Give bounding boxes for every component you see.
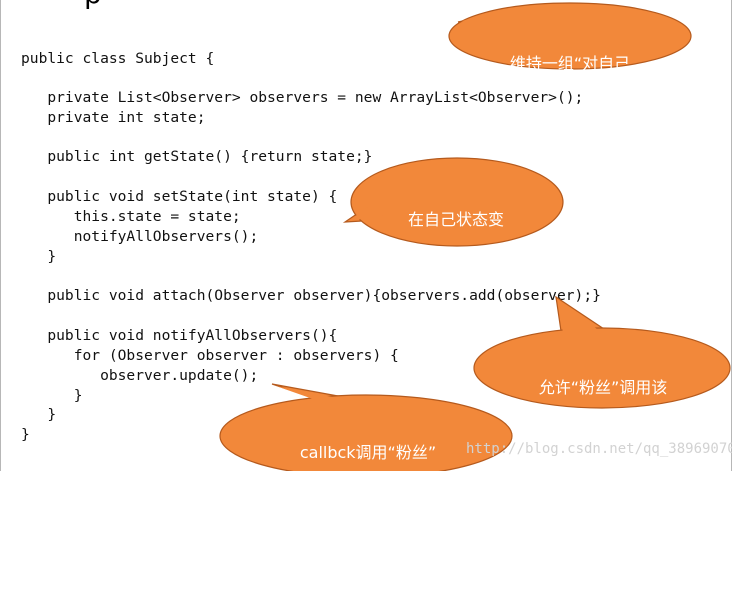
- callout-callback-text: callbck调用“粉丝” 的update操作，向粉丝 “广播”自己的变化: [262, 405, 474, 614]
- document-canvas: p public class Subject { private List<Ob…: [0, 0, 732, 471]
- callout-line: 允许“粉丝”调用该: [538, 378, 668, 397]
- callout-line: 感兴趣的”对象: [517, 111, 623, 130]
- code-line: this.state = state;: [21, 208, 241, 225]
- callout-line: 化时，通知所: [407, 267, 504, 286]
- callout-line: “广播”自己的变化: [303, 557, 433, 576]
- callout-line: callbck调用“粉丝”: [299, 443, 437, 462]
- code-line: }: [21, 426, 30, 443]
- code-line: notifyAllObservers();: [21, 228, 259, 245]
- callout-line: 方法向自己注册，将: [530, 435, 675, 454]
- cropped-heading-glyph: p: [84, 0, 102, 8]
- code-line: public void notifyAllObservers(){: [21, 327, 338, 344]
- left-border: [0, 0, 1, 471]
- code-line: public class Subject {: [21, 50, 215, 67]
- callout-callback-tail-fill: [276, 386, 358, 405]
- code-line: for (Observer observer : observers) {: [21, 347, 399, 364]
- callout-line: 维持一组“对自己: [509, 54, 631, 73]
- callout-set-state-tail-fill: [349, 207, 383, 221]
- code-line: }: [21, 406, 57, 423]
- callout-line: 其加入队列: [562, 492, 643, 511]
- code-line: public void setState(int state) {: [21, 188, 338, 205]
- code-line: }: [21, 248, 57, 265]
- code-line: public void attach(Observer observer){ob…: [21, 287, 601, 304]
- callout-line: 有“粉丝”: [423, 324, 489, 343]
- callout-observers-list-tail: [462, 14, 485, 28]
- code-line: }: [21, 387, 83, 404]
- callout-line: 在自己状态变: [407, 210, 504, 229]
- watermark-url: http://blog.csdn.net/qq_38969070: [466, 441, 732, 457]
- code-line: private List<Observer> observers = new A…: [21, 89, 584, 106]
- callout-observers-list: [457, 17, 480, 23]
- callout-set-state-text: 在自己状态变 化时，通知所 有“粉丝”: [396, 172, 516, 381]
- code-line: observer.update();: [21, 367, 259, 384]
- callout-callback-tail: [271, 383, 361, 404]
- callout-set-state-tail: [342, 204, 382, 223]
- callout-line: 的update操作，向粉丝: [283, 500, 453, 519]
- code-line: public int getState() {return state;}: [21, 148, 373, 165]
- callout-observers-list-text: 维持一组“对自己 感兴趣的”对象: [490, 16, 650, 168]
- code-line: private int state;: [21, 109, 206, 126]
